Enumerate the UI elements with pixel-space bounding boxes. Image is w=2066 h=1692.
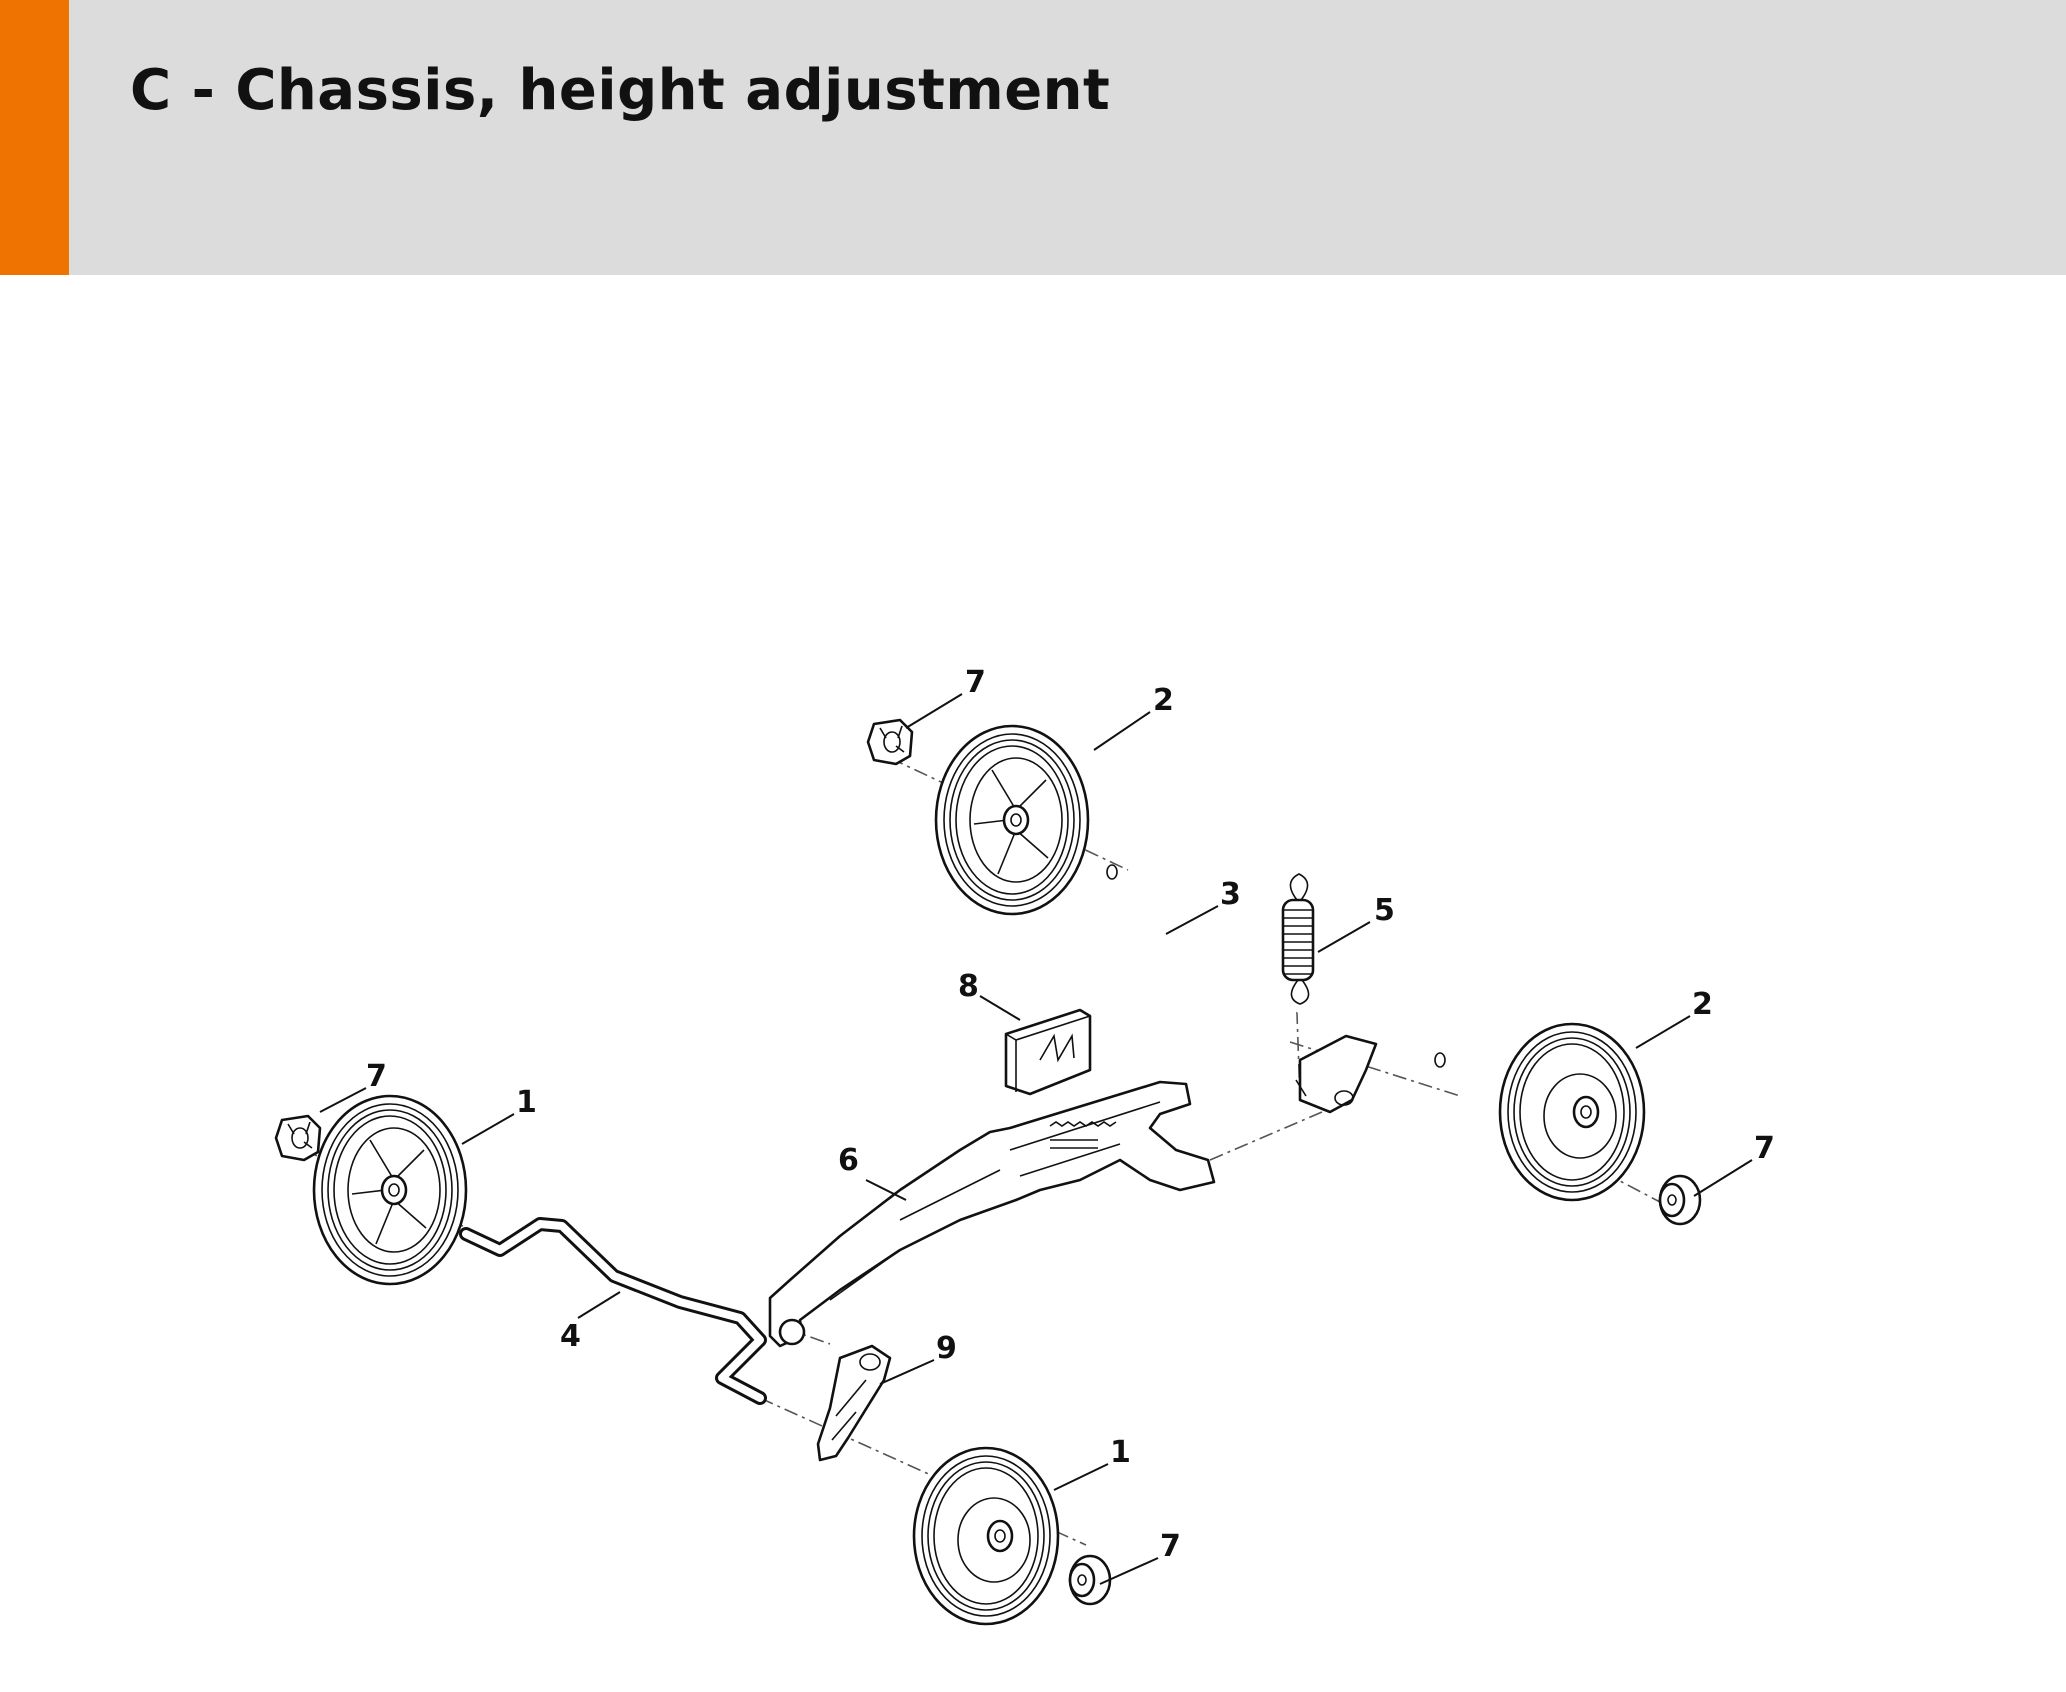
callout-9: 9: [936, 1331, 957, 1366]
callout-1-left: 1: [516, 1085, 537, 1120]
callout-7-right: 7: [1754, 1131, 1775, 1166]
callout-7-bottom: 7: [1160, 1529, 1181, 1564]
callout-7-left: 7: [366, 1059, 387, 1094]
callout-8: 8: [958, 969, 979, 1004]
callout-3: 3: [1220, 877, 1241, 912]
page-title: C - Chassis, height adjustment: [130, 58, 1111, 123]
callout-2-top: 2: [1153, 683, 1174, 718]
callout-4: 4: [560, 1319, 581, 1354]
accent-bar: [0, 0, 69, 275]
callout-6: 6: [838, 1143, 859, 1178]
header-band: [0, 0, 2066, 275]
callout-5: 5: [1374, 893, 1395, 928]
callout-1-bottom: 1: [1110, 1435, 1131, 1470]
callout-7-top: 7: [965, 665, 986, 700]
callout-2-right: 2: [1692, 987, 1713, 1022]
